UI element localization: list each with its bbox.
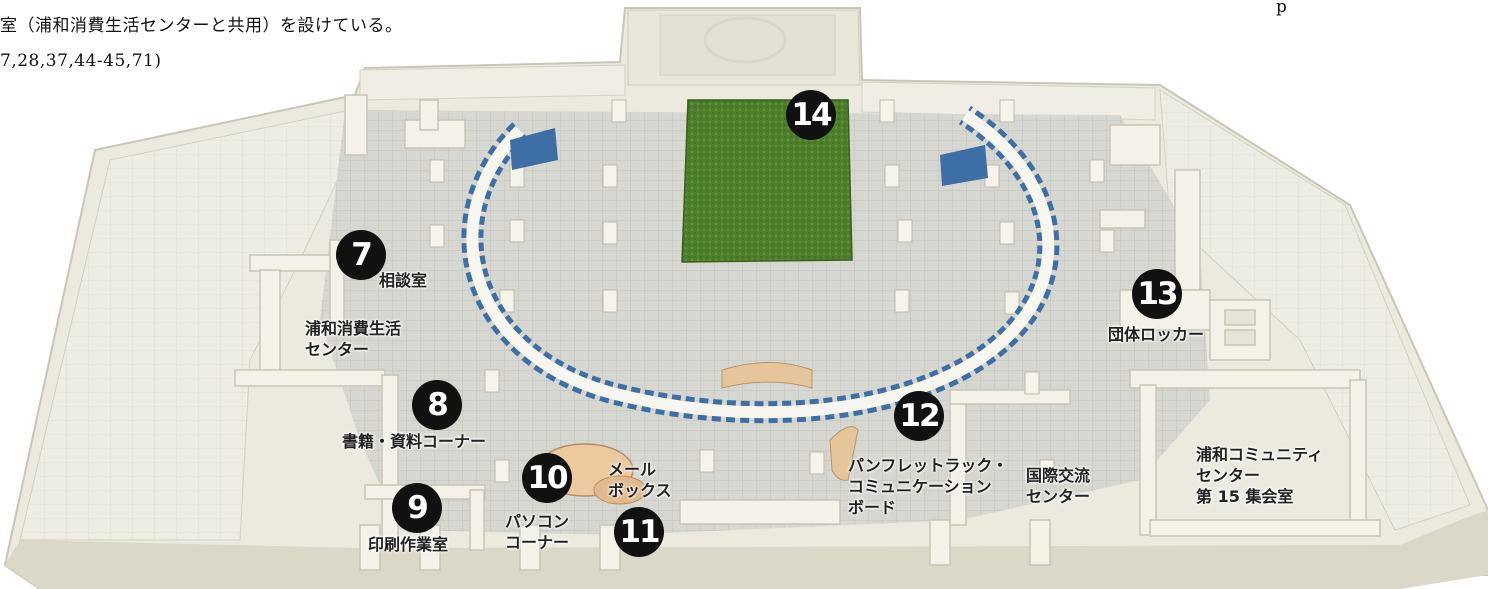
marker-10: 10 <box>522 453 572 503</box>
arc-partitions <box>461 105 1060 424</box>
label-consumer-center: 浦和消費生活 センター <box>305 319 402 359</box>
label-pamphlet-rack: パンフレットラック・ コミュニケーション ボード <box>848 456 1009 517</box>
label-intl-center: 国際交流 センター <box>1026 466 1091 506</box>
header-text-fragment: p <box>1276 0 1288 17</box>
label-print-room: 印刷作業室 <box>368 535 449 554</box>
label-pc-corner: パソコン コーナー <box>505 512 570 552</box>
label-group-locker: 団体ロッカー <box>1108 325 1205 344</box>
marker-7: 7 <box>336 230 386 280</box>
marker-8: 8 <box>412 380 462 430</box>
label-consultation-room: 相談室 <box>379 271 428 290</box>
hall-floor <box>320 110 1210 535</box>
label-books-corner: 書籍・資料コーナー <box>342 432 487 451</box>
header-text-line-2: 7,28,37,44-45,71) <box>0 51 162 71</box>
label-community-center: 浦和コミュニティ センター 第 15 集会室 <box>1196 445 1324 506</box>
marker-13: 13 <box>1132 269 1182 319</box>
columns <box>429 99 1115 483</box>
marker-14: 14 <box>786 90 836 140</box>
header-text-line-1: 室（浦和消費生活センターと共用）を設けている。 <box>0 16 403 36</box>
marker-9: 9 <box>392 483 442 533</box>
label-mailbox: メール ボックス <box>608 460 672 500</box>
marker-12: 12 <box>894 391 944 441</box>
marker-11: 11 <box>614 507 664 557</box>
